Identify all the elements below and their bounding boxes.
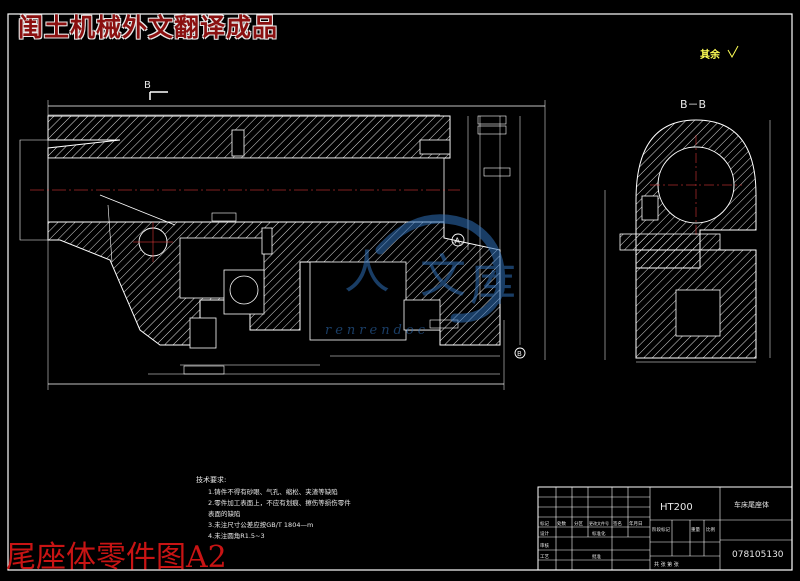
tech-note-1: 1.铸件不得有砂眼、气孔、缩松、夹渣等缺陷 [208, 487, 338, 496]
tech-note-3: 3.未注尺寸公差应按GB/T 1804—m [208, 520, 313, 529]
datum-a-label: A [455, 237, 461, 246]
tb-cell-stage: 阶段标记 [652, 526, 670, 533]
watermark-sub: renrendoc [325, 323, 429, 338]
tech-note-2: 2.零件加工表面上，不应有划痕、擦伤等损伤零件 [208, 498, 351, 507]
watermark-char-left: 人 [344, 245, 390, 299]
tech-notes-title: 技术要求: [196, 475, 226, 484]
tb-cell-standard: 标准化 [592, 530, 606, 537]
view-label-b: B [144, 80, 151, 91]
tb-material: HT200 [660, 502, 693, 513]
tb-cell-sheet: 共 张 第 张 [654, 561, 679, 568]
sheet-border [7, 13, 793, 571]
watermark-char-mid: 文 [420, 249, 466, 303]
tb-cell-mark: 标记 [540, 520, 549, 527]
tb-cell-process: 工艺 [540, 554, 549, 560]
main-view [19, 91, 546, 390]
tb-cell-weight: 重量 [691, 526, 700, 533]
datum-b-label: B [517, 350, 522, 358]
tb-cell-change: 更改文件号 [589, 520, 609, 526]
tb-part-name: 车床尾座体 [734, 500, 769, 509]
watermark: 人 文 库 renrendoc [325, 214, 516, 338]
tb-cell-design: 设计 [540, 530, 549, 537]
tb-cell-zone: 分区 [574, 520, 583, 527]
tb-cell-approve: 批准 [592, 553, 601, 560]
title-block [537, 486, 793, 571]
roughness-symbol-icon [727, 45, 739, 59]
banner-bottom: 尾座体零件图A2 [6, 540, 227, 575]
section-label: B－B [680, 98, 706, 111]
watermark-char-right: 库 [470, 257, 516, 311]
tech-notes: 技术要求: 1.铸件不得有砂眼、气孔、缩松、夹渣等缺陷 2.零件加工表面上，不应… [196, 475, 351, 540]
tb-cell-sign: 签名 [613, 520, 622, 527]
tb-cell-review: 审核 [540, 542, 549, 549]
tech-note-4: 4.未注圆角R1.5~3 [208, 531, 265, 540]
tb-cell-date: 年月日 [629, 520, 643, 527]
tb-cell-count: 处数 [557, 520, 566, 527]
tb-drawing-no: 078105130 [732, 550, 784, 560]
roughness-note: 其余 [700, 48, 721, 61]
banner-top: 闺土机械外文翻译成品 [18, 13, 279, 42]
tb-cell-scale: 比例 [706, 526, 715, 533]
watermark-swoosh-icon [375, 214, 506, 323]
section-view-bb [604, 119, 771, 363]
tech-note-2b: 表面的缺陷 [208, 509, 241, 518]
